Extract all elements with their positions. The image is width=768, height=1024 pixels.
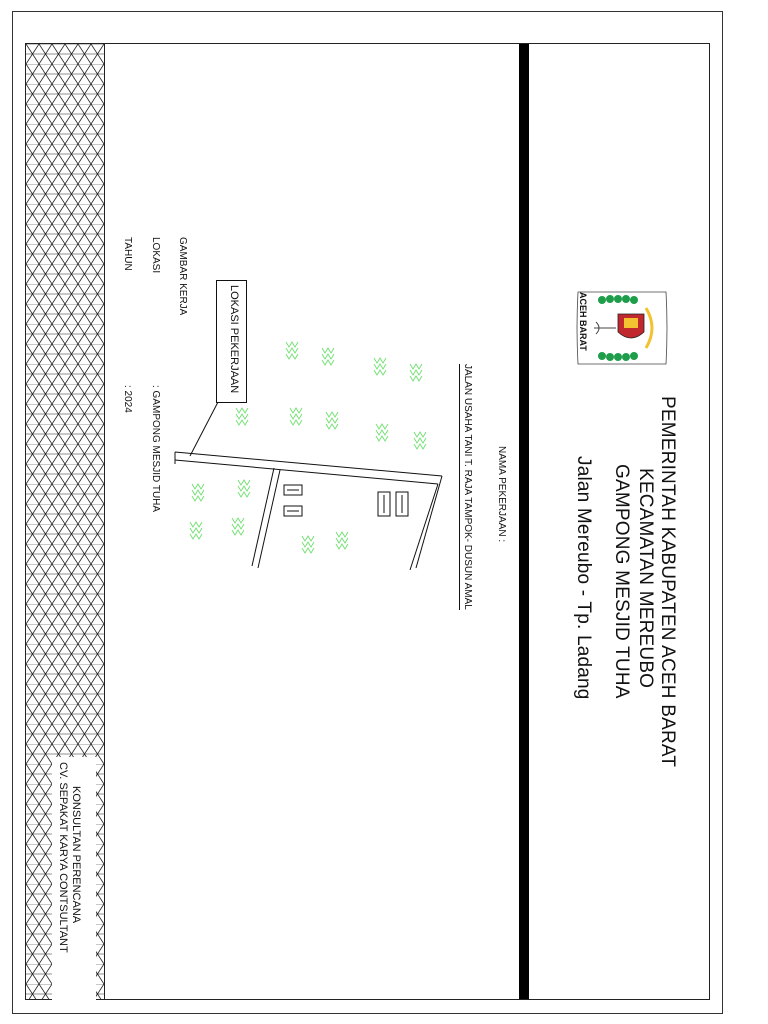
- header-line-3: GAMPONG MESJID TUHA: [611, 464, 632, 699]
- vegetation-marks: [189, 341, 427, 554]
- building: [395, 491, 409, 517]
- header-line-4: Jalan Mereubo - Tp. Ladang: [573, 456, 594, 700]
- location-label-box: [216, 280, 247, 403]
- project-label: NAMA PEKERJAAN :: [496, 446, 507, 543]
- location-leader-line: [189, 401, 219, 457]
- building: [283, 505, 303, 517]
- consultant-name: CV. SEPAKAT KARYA CONTSULTANT: [57, 762, 69, 953]
- branch-road-right-b: [409, 483, 439, 571]
- location-label: LOKASI PEKERJAAN: [228, 285, 240, 394]
- project-name: JALAN USAHA TANI T. RAJA TAMPOK- DUSUN A…: [459, 364, 473, 610]
- title-separator-bar: [519, 44, 529, 999]
- branch-road-right-a: [415, 475, 443, 569]
- branch-road-lower-b: [257, 469, 281, 569]
- location-map: [174, 341, 443, 571]
- logo-caption: ACEH BARAT: [578, 292, 588, 351]
- lokasi-label: LOKASI: [150, 237, 161, 274]
- drawing-inner-frame: [25, 43, 710, 1000]
- main-road-edge-b: [174, 459, 439, 485]
- header-line-2: KECAMATAN MEREUBO: [635, 468, 656, 689]
- tahun-value: : 2024: [122, 385, 133, 413]
- gambar-kerja-label: GAMBAR KERJA: [177, 237, 188, 316]
- consultant-box: [52, 757, 96, 1007]
- consultant-title: KONSULTAN PERENCANA: [70, 786, 82, 924]
- branch-road-lower-a: [251, 467, 275, 567]
- main-road-edge-a: [174, 451, 443, 477]
- lokasi-value: : GAMPONG MESJID TUHA: [150, 385, 161, 513]
- aceh-barat-logo: [572, 286, 672, 370]
- drawing-outer-frame: [12, 11, 723, 1014]
- tahun-label: TAHUN: [122, 237, 133, 271]
- building: [283, 484, 303, 496]
- building: [377, 491, 391, 517]
- header-line-1: PEMERINTAH KABUPATEN ACEH BARAT: [657, 396, 678, 768]
